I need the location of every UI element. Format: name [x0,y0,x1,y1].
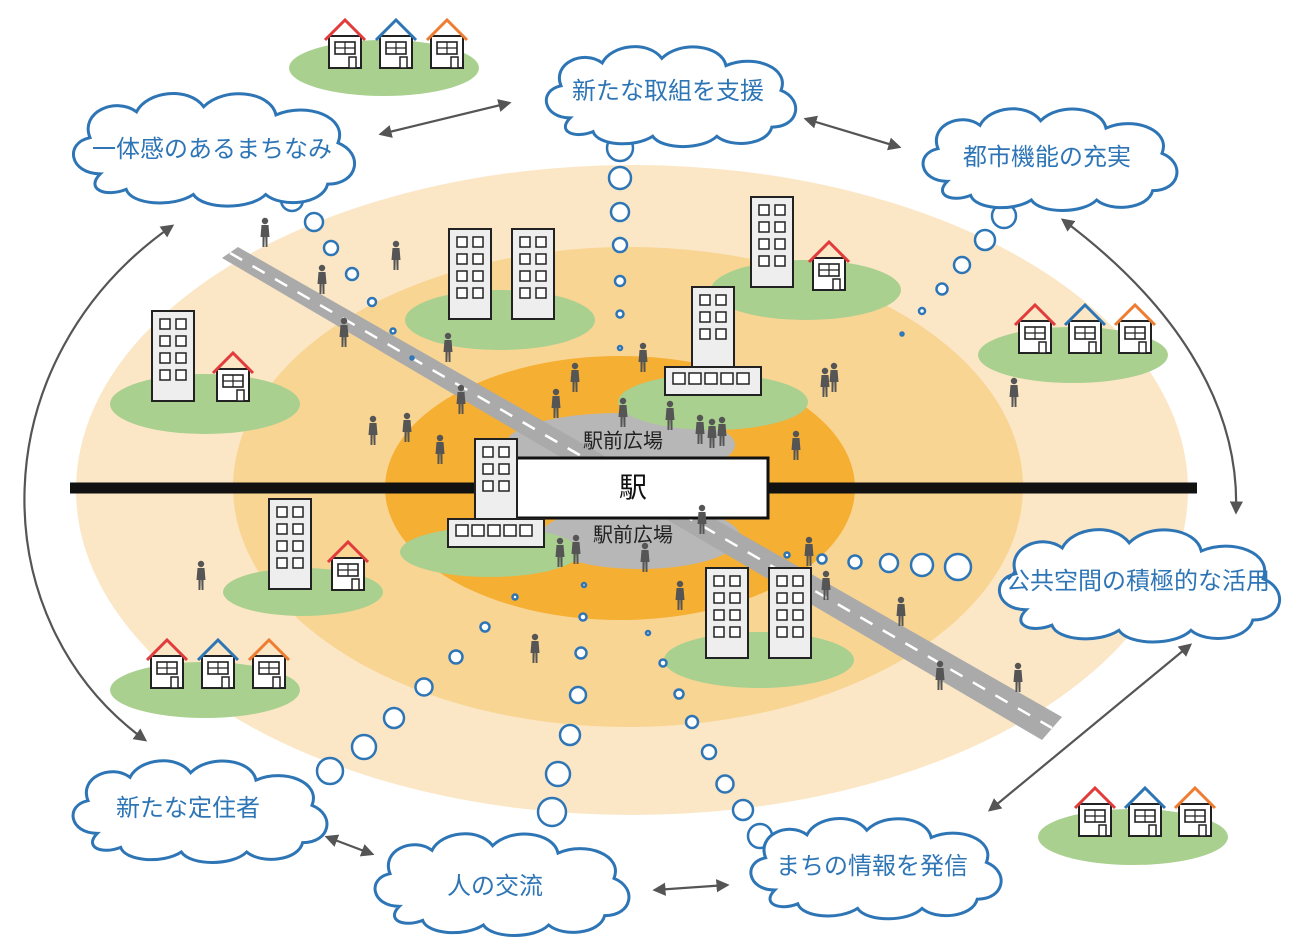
arrow [23,224,175,742]
bubble [409,355,415,361]
bubble [899,331,905,337]
goal-label-residents: 新たな定住者 [116,794,260,822]
goal-label-support: 新たな取組を支援 [572,77,764,105]
bubble [414,677,434,697]
bubble [783,551,791,559]
green-lot [405,290,595,350]
bubble [366,296,378,308]
bubble [943,552,973,582]
bubble [917,306,927,316]
bubble [350,733,378,761]
arrow [324,834,375,857]
bubble [715,774,735,794]
house [1113,303,1157,355]
bubble [644,629,652,637]
apartment-building [705,567,749,659]
plaza-label-north: 駅前広場 [583,429,663,453]
bubble [673,688,685,700]
station-building [513,456,770,520]
apartment-building [268,498,312,590]
bubble [909,552,935,578]
cloud-info: まちの情報を発信 [749,817,1003,921]
house [1173,786,1217,838]
cloud-exchange: 人の交流 [373,832,631,937]
bubble [574,646,588,660]
bubble [878,552,900,574]
goal-label-exchange: 人の交流 [447,872,543,900]
cloud-support: 新たな取組を支援 [544,45,798,149]
arrow [1060,218,1243,515]
bubble [544,760,572,788]
bubble [952,255,972,275]
apartment-building [448,228,492,320]
bubble [580,581,588,589]
house [374,18,418,70]
green-lot [711,260,901,320]
house [425,18,469,70]
goal-label-unity: 一体感のあるまちなみ [92,135,332,163]
goal-label-public: 公共空間の積極的な活用 [1006,567,1270,595]
cloud-urban: 都市機能の充実 [921,107,1179,212]
cloud-unity: 一体感のあるまちなみ [71,91,357,208]
bubble [731,798,755,822]
bubble [448,649,464,665]
bubble [609,201,631,223]
bubble [658,658,668,668]
bubble [344,266,360,282]
bubble [847,554,863,570]
bubble [973,228,997,252]
green-lot [110,374,300,434]
bubble [303,211,325,233]
bubble [935,282,949,296]
bubble [479,621,491,633]
cycle-arrows [23,99,1243,896]
station-label: 駅 [619,471,647,504]
arrow [378,99,512,138]
bubble [568,685,588,705]
person [260,217,270,247]
bubble [315,756,345,786]
bubble [611,236,629,254]
goal-label-urban: 都市機能の充実 [963,143,1131,171]
bubble [684,714,700,730]
goal-clouds: 一体感のあるまちなみ 新たな取組を支援 都市機能の充実 公共空間の積極的な活用 … [71,45,1282,937]
bubble [615,309,625,319]
goal-label-info: まちの情報を発信 [776,852,968,880]
arrow [652,879,730,896]
plaza-label-south: 駅前広場 [593,523,673,547]
bubble [558,723,582,747]
green-lot [664,632,854,688]
apartment-building [151,310,195,402]
bubble [607,165,633,191]
bubble [389,327,397,335]
bubble [382,706,406,730]
bubble [578,612,588,622]
arrow [987,643,1193,812]
thought-bubbles [279,133,1018,850]
bubble [700,743,718,761]
cloud-residents: 新たな定住者 [71,759,329,864]
bubble [536,796,568,828]
bubble [816,553,828,565]
house [1073,786,1117,838]
apartment-building [511,228,555,320]
house [1123,786,1167,838]
cloud-public: 公共空間の積極的な活用 [997,528,1282,644]
bubble [613,274,627,288]
bubble [511,593,519,601]
apartment-building [768,567,812,659]
bubble [322,239,340,257]
house [323,18,367,70]
apartment-building [750,196,794,288]
arrow [803,115,902,151]
bubble [616,344,624,352]
